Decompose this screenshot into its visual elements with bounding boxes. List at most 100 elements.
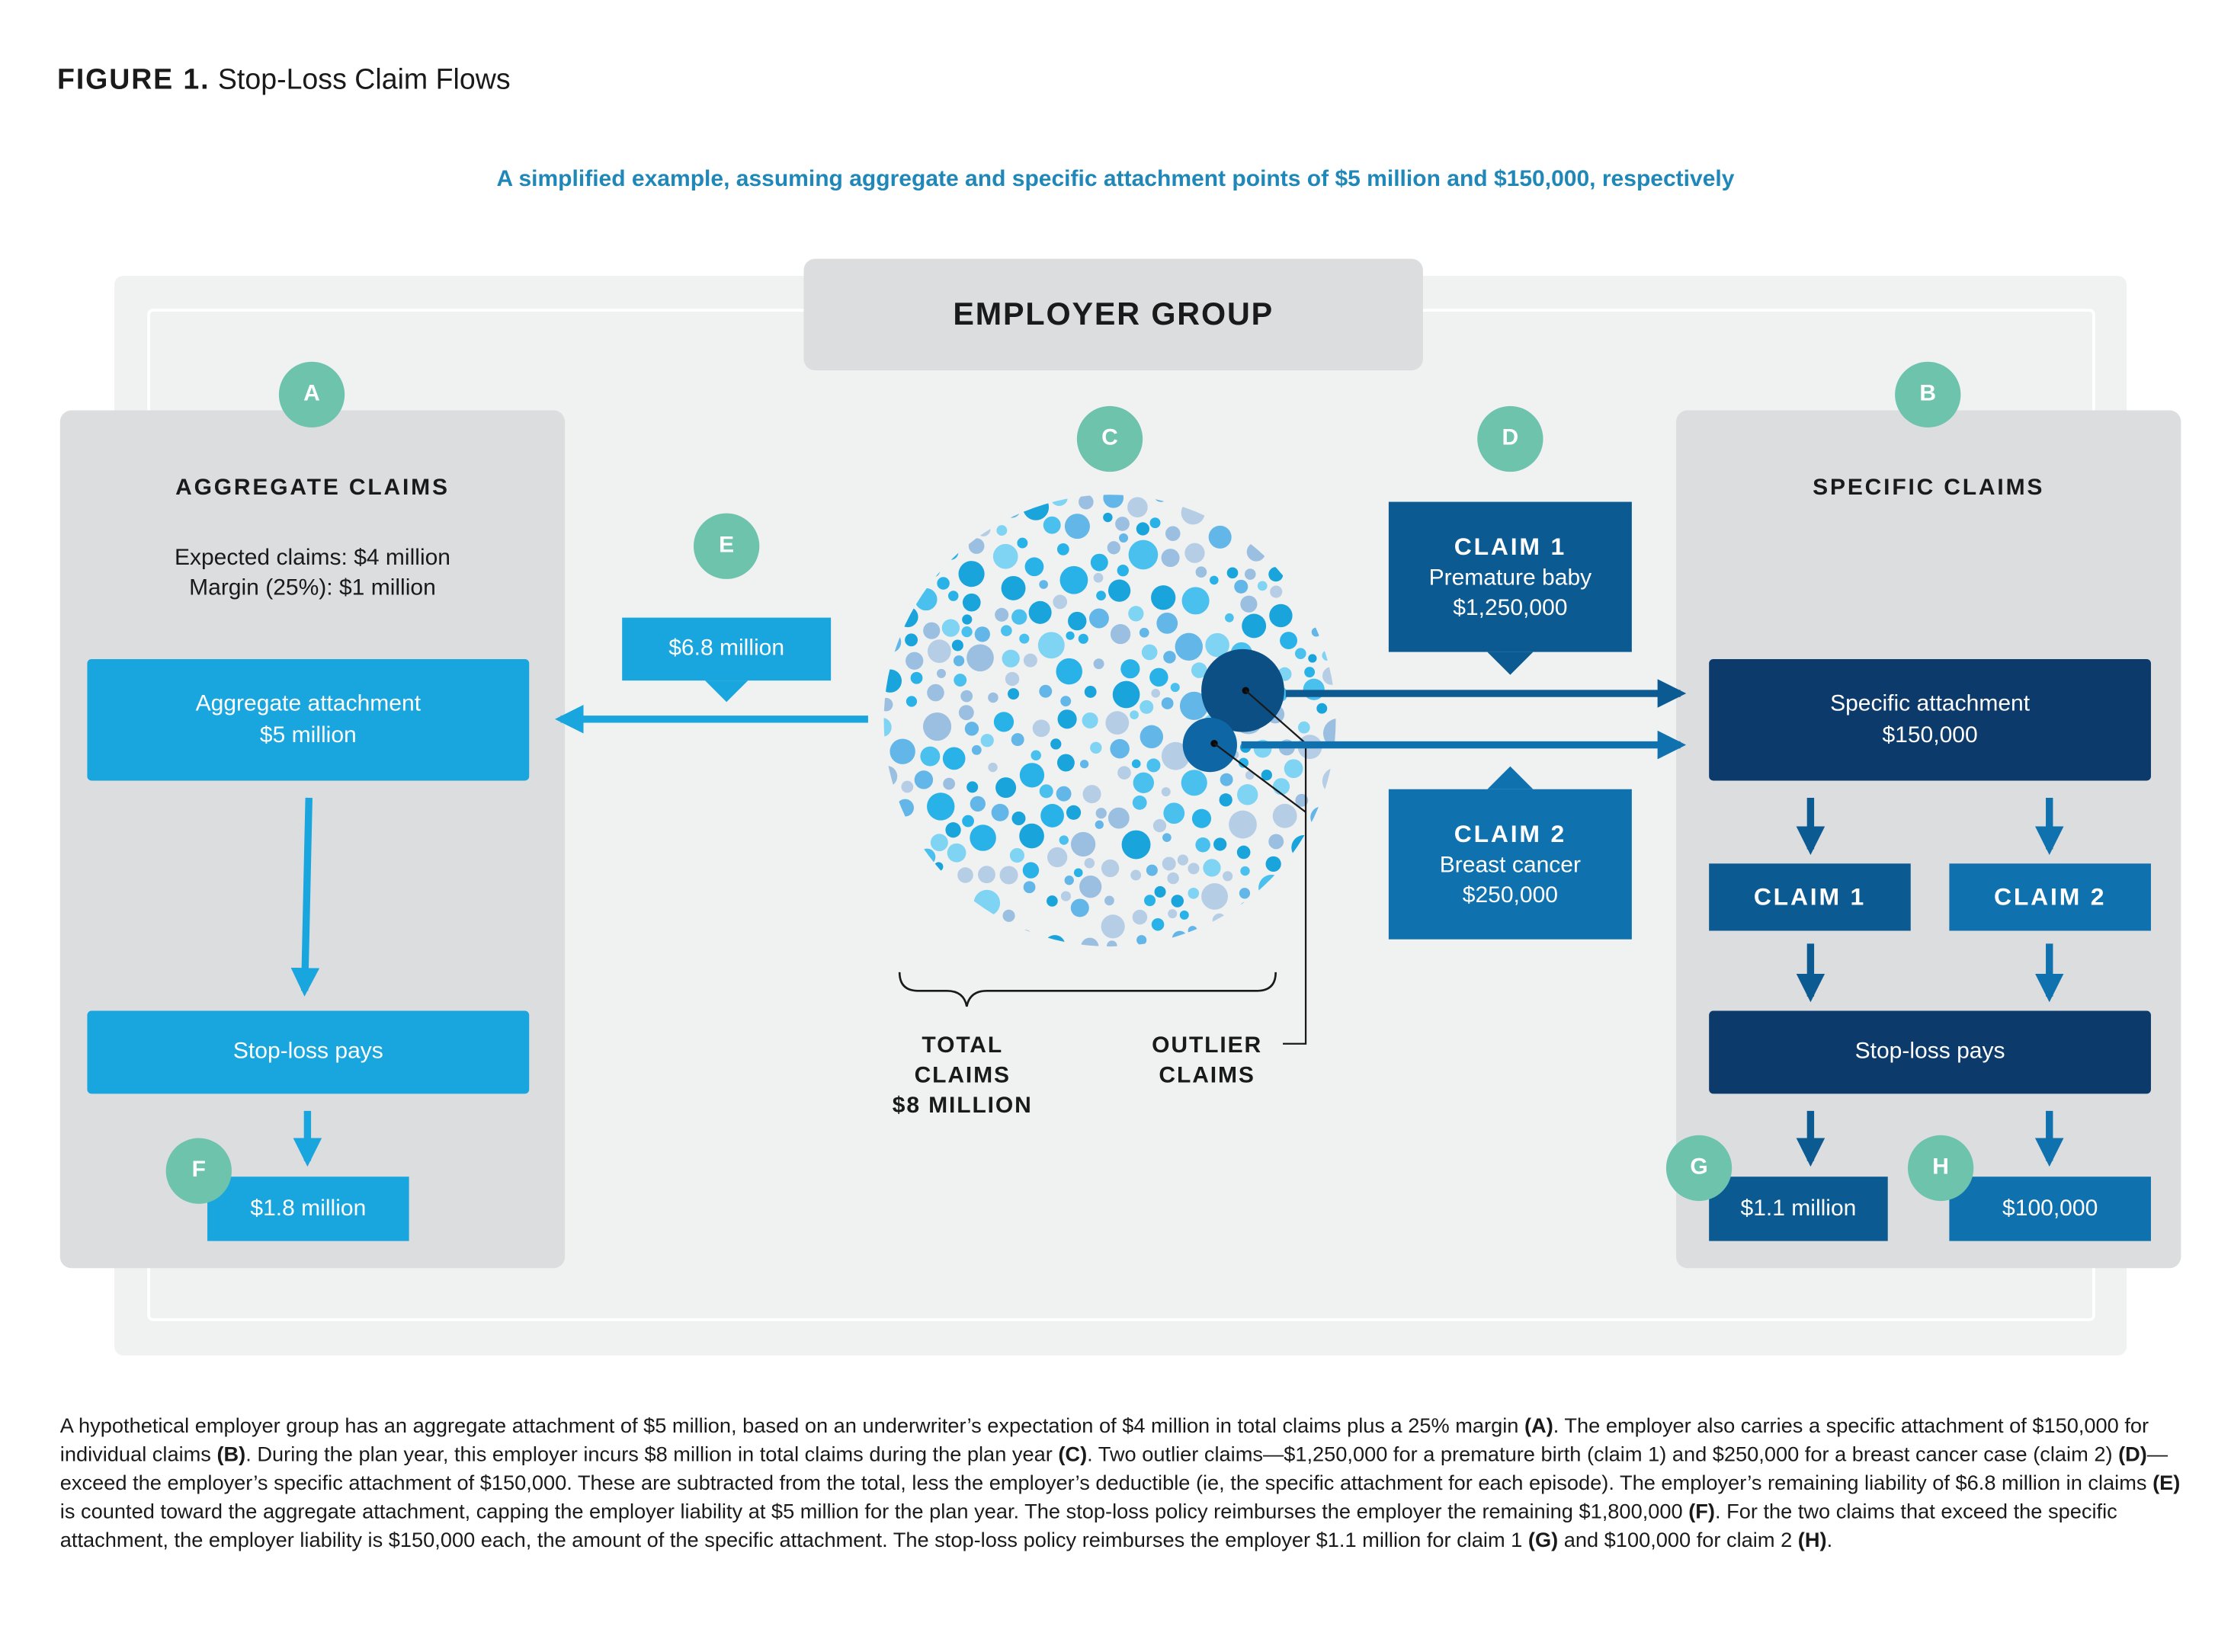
claim-dot <box>1132 795 1147 810</box>
claim-dot <box>999 866 1018 885</box>
claim-dot <box>971 744 982 755</box>
claim-dot <box>1093 572 1104 583</box>
claim-dot <box>936 668 946 678</box>
claim-dot <box>1141 644 1158 661</box>
claim-dot <box>951 639 963 652</box>
claim-dot <box>930 834 948 852</box>
claim-dot <box>1212 913 1226 927</box>
claim-dot <box>958 705 974 721</box>
claim-dot <box>1184 543 1205 563</box>
claim-dot <box>1240 866 1250 876</box>
claim-dot <box>960 690 973 703</box>
claim-dot <box>1163 802 1185 824</box>
claim-dot <box>1146 864 1158 876</box>
aggregate-stoploss-box: Stop-loss pays <box>87 1010 530 1094</box>
claim-dot <box>1040 804 1064 828</box>
claim-dot <box>1244 568 1256 580</box>
claim-dot <box>1322 767 1336 796</box>
claim-dot <box>1068 611 1087 631</box>
claim-dot <box>1261 770 1272 781</box>
claim-dot <box>906 696 918 707</box>
claim-dot <box>1188 926 1197 936</box>
claim-dot <box>1213 837 1227 851</box>
claim-dot <box>970 796 986 812</box>
claim-dot <box>1272 778 1290 796</box>
claim-dot <box>897 607 918 628</box>
remaining-liability-box: $6.8 million <box>622 617 832 681</box>
claim-dot <box>1079 760 1089 769</box>
claim-dot <box>1001 575 1026 600</box>
claim-dot <box>1208 525 1232 549</box>
specific-result-h-value: $100,000 <box>2002 1196 2098 1221</box>
claim-dot <box>1128 606 1144 622</box>
aggregate-attachment-value: $5 million <box>259 722 357 748</box>
claim-dot <box>1070 898 1089 917</box>
claim-dot <box>1311 627 1321 637</box>
claim-dot <box>1044 935 1066 947</box>
claim-dot <box>1093 658 1104 670</box>
claim-dot <box>1203 859 1221 877</box>
caption-text: —exceed the employer’s specific attachme… <box>59 1444 2168 1496</box>
claim-dot <box>1019 633 1030 644</box>
specific-attachment-value: $150,000 <box>1882 722 1978 748</box>
claim-dot <box>996 525 1008 536</box>
claim-dot <box>1001 625 1012 636</box>
claim-dot <box>1310 806 1332 828</box>
badge-c: C <box>1076 405 1143 472</box>
claim-dot <box>943 777 955 790</box>
claim-dot <box>1079 495 1094 510</box>
claim-dot <box>1294 648 1306 659</box>
claim-dot <box>1161 787 1171 797</box>
claim-dot <box>1059 565 1088 594</box>
claim-dot <box>901 780 914 793</box>
claim-dot <box>1146 758 1161 773</box>
claim-dot <box>883 717 892 738</box>
claim-dot <box>943 545 959 560</box>
claim-dot <box>1107 579 1131 602</box>
claim-dot <box>1171 895 1184 908</box>
figure-caption: A hypothetical employer group has an agg… <box>60 1413 2184 1556</box>
claim-dot <box>1149 517 1161 529</box>
claim-dot <box>961 626 973 638</box>
badge-d: D <box>1477 405 1543 472</box>
caption-text: A hypothetical employer group has an agg… <box>59 1415 1524 1439</box>
claim-dot <box>910 671 923 684</box>
specific-result-g-value: $1.1 million <box>1740 1196 1857 1221</box>
claim-dot <box>1308 654 1317 663</box>
claim-dot <box>1127 497 1148 518</box>
claim-dot <box>1101 914 1125 939</box>
claim-dot <box>1229 810 1257 839</box>
aggregate-stoploss-label: Stop-loss pays <box>232 1039 383 1064</box>
claim-dot <box>1161 549 1180 568</box>
claim-dot <box>1011 609 1027 625</box>
claim-dot <box>970 824 996 851</box>
claim-dot <box>1151 585 1176 610</box>
claim-dot <box>1103 495 1124 508</box>
claim-dot <box>1139 627 1149 638</box>
claim-dot <box>1268 567 1284 582</box>
claim-dot <box>1107 807 1130 829</box>
specific-stoploss-label: Stop-loss pays <box>1854 1039 2005 1064</box>
claim-dot <box>966 781 979 793</box>
claim2-title: CLAIM 2 <box>1454 820 1567 847</box>
claim-dot <box>922 712 952 741</box>
claim-dot <box>1219 793 1232 807</box>
claim-dot <box>1024 557 1044 577</box>
caption-text: . The employer also carries a specific a… <box>59 1415 2149 1468</box>
claim-dot <box>1090 553 1108 571</box>
caption-reference: (D) <box>2118 1444 2147 1468</box>
claim-dot <box>915 587 938 611</box>
claim-dot <box>1162 833 1172 842</box>
total-claims-label: TOTAL CLAIMS $8 MILLION <box>862 1031 1063 1121</box>
claim-dot <box>918 848 936 866</box>
claim-dot <box>1043 516 1061 534</box>
claim-dot <box>1130 869 1142 881</box>
claim-dot <box>1107 940 1117 947</box>
claim-dot <box>934 862 944 872</box>
claim-dot <box>962 593 981 612</box>
claim-dot <box>1011 733 1024 747</box>
caption-reference: (A) <box>1524 1415 1553 1439</box>
claim-dot <box>1140 700 1154 714</box>
claim-dot <box>1047 847 1068 868</box>
